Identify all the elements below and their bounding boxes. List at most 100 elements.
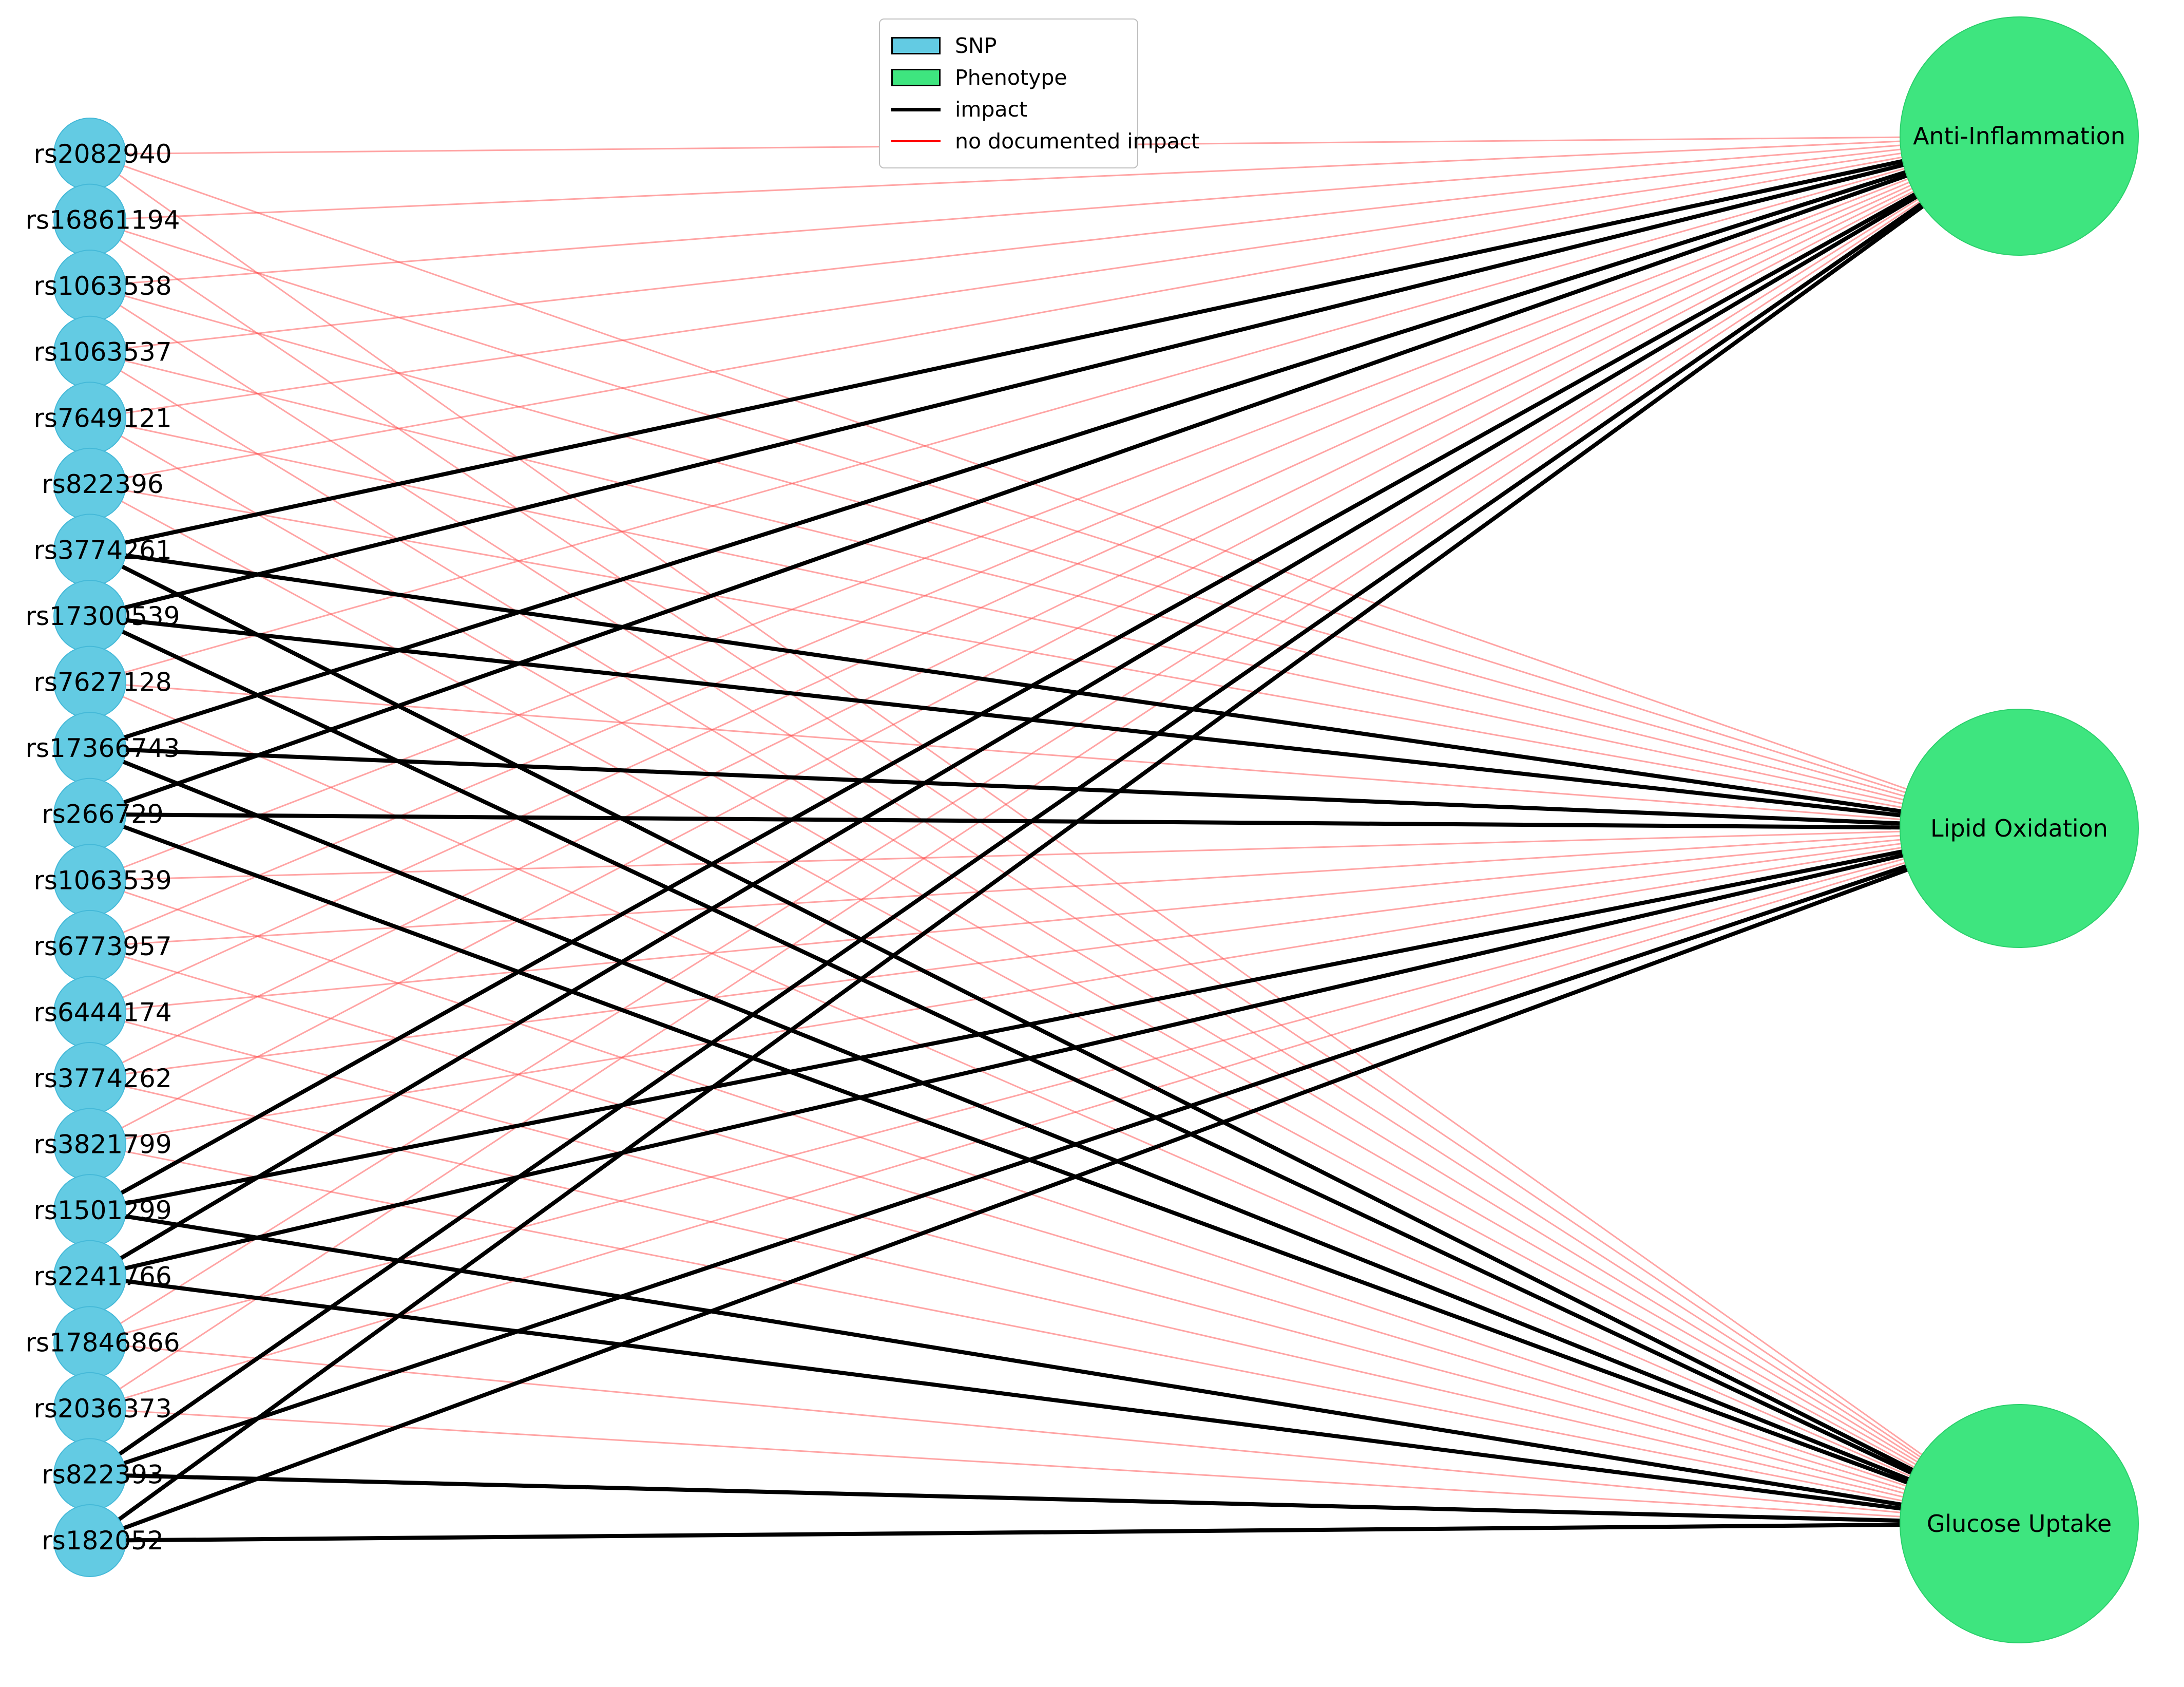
snp-label-rs266729: rs266729 (42, 800, 163, 829)
edge-rs17366743-glucose-uptake (89, 746, 2020, 1526)
edge-rs3774262-anti-inflammation (89, 135, 2020, 1079)
edge-rs17846866-anti-inflammation (89, 135, 2020, 1343)
edge-rs3774262-glucose-uptake (89, 1077, 2020, 1525)
snp-label-rs822393: rs822393 (42, 1459, 163, 1489)
edge-rs266729-lipid-oxidation (89, 812, 2020, 830)
no-impact-edges-layer (89, 135, 2020, 1525)
snp-label-rs1063539: rs1063539 (33, 865, 171, 895)
edge-rs17300539-lipid-oxidation (89, 614, 2020, 830)
edge-rs2036373-glucose-uptake (89, 1408, 2020, 1525)
edge-rs266729-glucose-uptake (89, 812, 2020, 1526)
edge-rs17846866-glucose-uptake (89, 1341, 2020, 1525)
edge-rs822393-anti-inflammation (88, 134, 2021, 1476)
legend-label-impact: impact (955, 97, 1028, 122)
edge-rs1501299-anti-inflammation (89, 134, 2020, 1212)
edge-rs7627128-lipid-oxidation (89, 681, 2020, 829)
legend-row-snp: SNP (891, 30, 1124, 62)
edge-rs182052-anti-inflammation (88, 134, 2021, 1543)
snp-label-rs6444174: rs6444174 (33, 997, 171, 1027)
edge-rs3774261-lipid-oxidation (89, 548, 2020, 830)
edge-rs6444174-anti-inflammation (89, 135, 2020, 1013)
edge-rs16861194-lipid-oxidation (89, 219, 2020, 829)
legend-row-no-impact: no documented impact (891, 125, 1199, 157)
edge-rs3821799-lipid-oxidation (89, 827, 2020, 1146)
legend-label-snp: SNP (955, 33, 997, 58)
edge-rs1063539-lipid-oxidation (89, 827, 2020, 881)
edge-rs7627128-glucose-uptake (89, 681, 2020, 1525)
edge-rs1063537-lipid-oxidation (89, 351, 2020, 829)
edge-rs1501299-lipid-oxidation (89, 826, 2020, 1213)
edge-rs822396-lipid-oxidation (89, 483, 2020, 829)
edge-rs2036373-anti-inflammation (89, 135, 2020, 1410)
edge-rs1063537-anti-inflammation (89, 135, 2020, 353)
edge-rs6773957-anti-inflammation (89, 135, 2020, 947)
edge-rs16861194-anti-inflammation (89, 135, 2020, 221)
snp-label-rs3774262: rs3774262 (33, 1064, 171, 1093)
edge-rs1063538-lipid-oxidation (89, 285, 2020, 829)
edge-rs822396-anti-inflammation (89, 135, 2020, 485)
labels-layer: rs2082940 rs16861194 rs1063538 rs1063537 rs7… (25, 122, 2125, 1556)
edge-rs266729-anti-inflammation (89, 134, 2020, 817)
edge-rs1063538-anti-inflammation (89, 135, 2020, 287)
phenotype-swatch-icon (891, 69, 941, 86)
edge-rs2241766-glucose-uptake (89, 1274, 2020, 1526)
edge-rs822393-glucose-uptake (89, 1472, 2020, 1526)
edge-rs822393-lipid-oxidation (89, 826, 2020, 1477)
impact-edges-layer (88, 134, 2021, 1543)
edge-rs1063537-glucose-uptake (89, 351, 2020, 1525)
edge-rs2241766-lipid-oxidation (89, 826, 2020, 1279)
edge-rs17366743-lipid-oxidation (89, 746, 2020, 830)
snp-label-rs2082940: rs2082940 (33, 139, 171, 169)
edge-rs2082940-lipid-oxidation (89, 153, 2020, 829)
snp-label-rs822396: rs822396 (42, 469, 163, 499)
edge-rs6444174-glucose-uptake (89, 1011, 2020, 1525)
edge-rs6444174-lipid-oxidation (89, 827, 2020, 1013)
snp-label-rs2241766: rs2241766 (33, 1262, 171, 1292)
edge-rs7627128-anti-inflammation (89, 135, 2020, 684)
snp-label-rs1501299: rs1501299 (33, 1196, 171, 1225)
phenotype-label-anti-inflammation: Anti-Inflammation (1913, 122, 2125, 150)
phenotype-label-lipid-oxidation: Lipid Oxidation (1930, 814, 2108, 842)
edge-rs1063539-anti-inflammation (89, 135, 2020, 881)
snp-label-rs16861194: rs16861194 (25, 205, 180, 235)
legend-label-phenotype: Phenotype (955, 65, 1067, 90)
edge-rs822396-glucose-uptake (89, 483, 2020, 1525)
snp-label-rs17846866: rs17846866 (25, 1328, 180, 1357)
edge-rs6773957-lipid-oxidation (89, 827, 2020, 947)
edge-rs3821799-anti-inflammation (89, 135, 2020, 1145)
edge-rs3821799-glucose-uptake (89, 1144, 2020, 1525)
edge-rs182052-glucose-uptake (89, 1522, 2020, 1543)
snp-label-rs3821799: rs3821799 (33, 1130, 171, 1160)
legend-row-phenotype: Phenotype (891, 62, 1124, 93)
edge-rs3774262-lipid-oxidation (89, 827, 2020, 1079)
edge-rs17300539-glucose-uptake (89, 614, 2020, 1526)
snp-label-rs1063538: rs1063538 (33, 271, 171, 301)
phenotype-label-glucose-uptake: Glucose Uptake (1927, 1510, 2112, 1538)
snp-label-rs17300539: rs17300539 (25, 601, 180, 631)
edge-rs182052-lipid-oxidation (89, 826, 2020, 1543)
snp-label-rs2036373: rs2036373 (33, 1394, 171, 1424)
snp-label-rs3774261: rs3774261 (33, 535, 171, 565)
snp-label-rs17366743: rs17366743 (25, 733, 180, 763)
phenotype-node-lipid-oxidation (1900, 709, 2139, 948)
legend: SNP Phenotype impact no documented impac… (879, 18, 1199, 168)
snp-label-rs6773957: rs6773957 (33, 932, 171, 961)
phenotype-node-anti-inflammation (1900, 16, 2139, 256)
legend-row-impact: impact (891, 93, 1124, 125)
snp-label-rs1063537: rs1063537 (33, 337, 171, 367)
edge-rs17366743-anti-inflammation (89, 134, 2020, 750)
edge-rs2036373-lipid-oxidation (89, 827, 2020, 1410)
impact-line-icon (891, 107, 941, 111)
edge-rs1063539-glucose-uptake (89, 879, 2020, 1525)
snp-label-rs7627128: rs7627128 (33, 668, 171, 697)
edge-rs16861194-glucose-uptake (89, 219, 2020, 1525)
edge-rs6773957-glucose-uptake (89, 945, 2020, 1525)
edge-rs3774261-anti-inflammation (89, 134, 2020, 553)
edge-rs7649121-glucose-uptake (89, 417, 2020, 1525)
edge-rs7649121-anti-inflammation (89, 135, 2020, 419)
edge-rs2241766-anti-inflammation (88, 134, 2021, 1279)
no-impact-line-icon (891, 140, 941, 142)
nodes-layer (53, 16, 2139, 1643)
legend-label-no-impact: no documented impact (955, 129, 1200, 154)
